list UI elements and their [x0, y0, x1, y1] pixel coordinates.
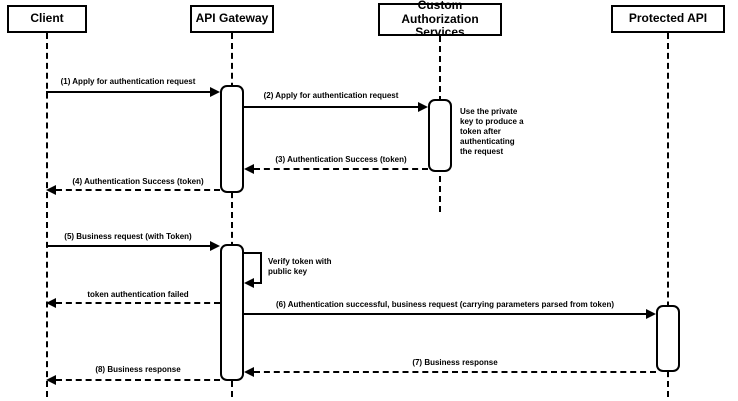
message-2-line: [244, 106, 418, 108]
message-3-arrowhead: [244, 164, 254, 174]
participant-label-custom-authorization-services: Custom Authorization Services: [401, 0, 479, 40]
participant-box-protected-api: Protected API: [611, 5, 725, 33]
message-4-label: (4) Authentication Success (token): [72, 177, 204, 186]
participant-box-client: Client: [7, 5, 87, 33]
self-message-top-line: [244, 252, 262, 254]
message-5-arrowhead: [210, 241, 220, 251]
message-1-arrowhead: [210, 87, 220, 97]
message-4-line: [56, 189, 220, 191]
message-1-label: (1) Apply for authentication request: [60, 77, 196, 86]
message-7-label: (7) Business response: [412, 358, 498, 367]
message-3-label: (3) Authentication Success (token): [275, 155, 407, 164]
activation-custom-authorization-services: [428, 99, 452, 172]
message-6-arrowhead: [646, 309, 656, 319]
message-3-line: [254, 168, 428, 170]
message-token-failed-arrowhead: [46, 298, 56, 308]
message-2-label: (2) Apply for authentication request: [263, 91, 399, 100]
message-8-label: (8) Business response: [95, 365, 181, 374]
activation-protected-api: [656, 305, 680, 372]
participant-box-api-gateway: API Gateway: [190, 5, 274, 33]
note-private-key: Use the private key to produce a token a…: [460, 107, 524, 156]
message-6-label: (6) Authentication successful, business …: [275, 300, 615, 309]
message-7-line: [254, 371, 656, 373]
message-8-line: [56, 379, 220, 381]
message-1-line: [46, 91, 210, 93]
self-message-label: Verify token with public key: [268, 257, 332, 276]
self-message-right-line: [260, 252, 262, 284]
participant-label-protected-api: Protected API: [628, 11, 708, 26]
participant-label-client: Client: [30, 11, 64, 26]
self-message-bottom-line: [254, 282, 262, 284]
message-5-label: (5) Business request (with Token): [64, 232, 192, 241]
lifeline-client: [46, 33, 48, 397]
participant-box-custom-authorization-services: Custom Authorization Services: [378, 0, 502, 39]
message-6-line: [244, 313, 646, 315]
message-8-arrowhead: [46, 375, 56, 385]
message-token-failed-label: token authentication failed: [87, 290, 189, 299]
message-4-arrowhead: [46, 185, 56, 195]
message-7-arrowhead: [244, 367, 254, 377]
lifeline-api-gateway: [231, 33, 233, 397]
message-2-arrowhead: [418, 102, 428, 112]
lifeline-protected-api: [667, 33, 669, 397]
message-5-line: [46, 245, 210, 247]
activation-api-gateway-1: [220, 85, 244, 193]
participant-label-api-gateway: API Gateway: [195, 11, 269, 26]
self-message-arrowhead: [244, 278, 254, 288]
activation-api-gateway-2: [220, 244, 244, 381]
message-token-failed-line: [56, 302, 220, 304]
